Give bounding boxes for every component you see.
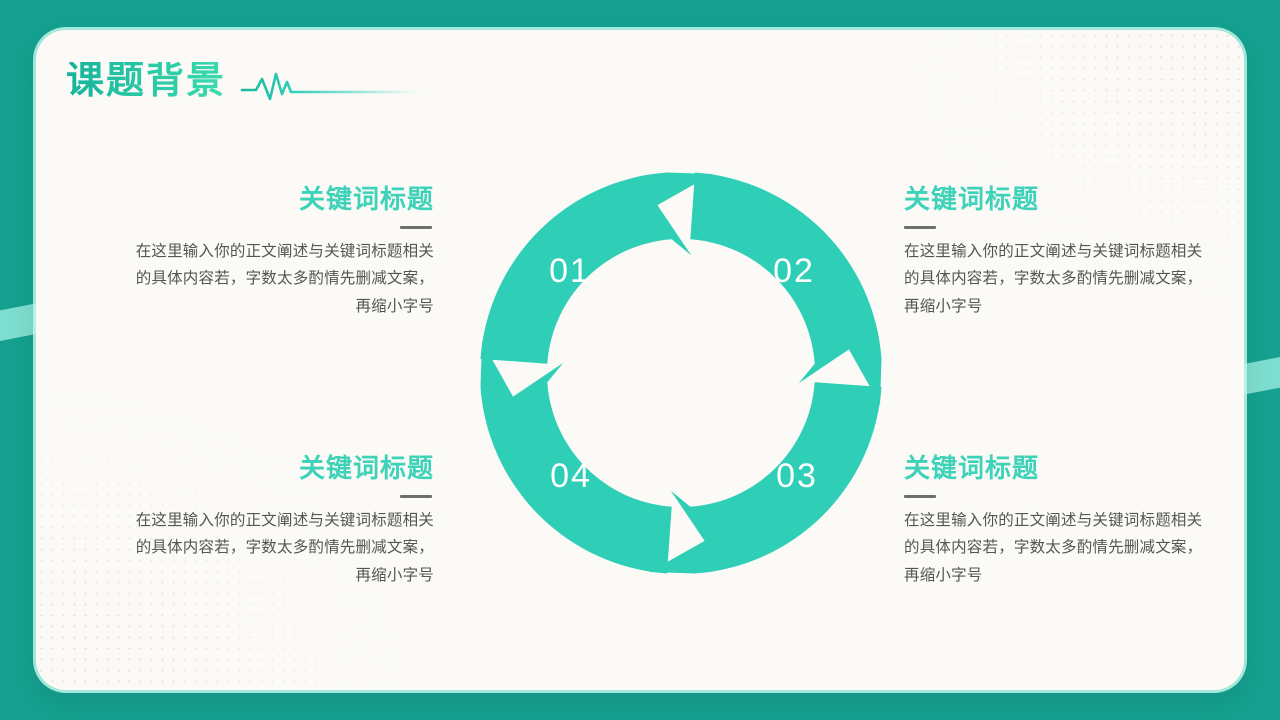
keyword-block-03: 关键词标题 在这里输入你的正文阐述与关键词标题相关的具体内容若，字数太多酌情先删… bbox=[904, 453, 1204, 590]
keyword-block-01: 关键词标题 在这里输入你的正文阐述与关键词标题相关的具体内容若，字数太多酌情先删… bbox=[134, 184, 434, 321]
cycle-segment-02[interactable] bbox=[690, 172, 882, 405]
cycle-segment-01[interactable] bbox=[480, 172, 713, 364]
keyword-title: 关键词标题 bbox=[298, 184, 434, 214]
cycle-number-03: 03 bbox=[776, 457, 818, 495]
keyword-title: 关键词标题 bbox=[904, 453, 1040, 483]
page-header: 课题背景 bbox=[66, 58, 420, 104]
keyword-block-04: 关键词标题 在这里输入你的正文阐述与关键词标题相关的具体内容若，字数太多酌情先删… bbox=[134, 453, 434, 590]
keyword-body: 在这里输入你的正文阐述与关键词标题相关的具体内容若，字数太多酌情先删减文案，再缩… bbox=[904, 242, 1203, 316]
title-rule bbox=[904, 225, 936, 229]
heartbeat-line-icon bbox=[240, 72, 420, 101]
slide-card: 课题背景 关键词标题 在这里输入你的正文阐述与关键词标题相关的具体内容若，字数太… bbox=[36, 30, 1244, 690]
cycle-numbers: 01 02 03 04 bbox=[549, 252, 818, 495]
keyword-body: 在这里输入你的正文阐述与关键词标题相关的具体内容若，字数太多酌情先删减文案，再缩… bbox=[904, 511, 1203, 585]
cycle-number-02: 02 bbox=[773, 252, 815, 290]
title-rule bbox=[904, 494, 936, 498]
cycle-number-04: 04 bbox=[550, 457, 592, 495]
title-rule bbox=[400, 225, 432, 229]
page-title: 课题背景 bbox=[66, 60, 227, 102]
keyword-block-02: 关键词标题 在这里输入你的正文阐述与关键词标题相关的具体内容若，字数太多酌情先删… bbox=[904, 184, 1204, 321]
keyword-title: 关键词标题 bbox=[298, 453, 434, 483]
cycle-diagram-svg: 01 02 03 04 bbox=[480, 172, 882, 574]
cycle-diagram: 01 02 03 04 bbox=[446, 138, 916, 608]
keyword-body: 在这里输入你的正文阐述与关键词标题相关的具体内容若，字数太多酌情先删减文案，再缩… bbox=[135, 511, 434, 585]
cycle-segment-04[interactable] bbox=[480, 341, 672, 574]
keyword-title: 关键词标题 bbox=[904, 184, 1040, 214]
keyword-body: 在这里输入你的正文阐述与关键词标题相关的具体内容若，字数太多酌情先删减文案，再缩… bbox=[135, 242, 434, 316]
title-rule bbox=[400, 494, 432, 498]
cycle-number-01: 01 bbox=[549, 252, 591, 290]
cycle-segments bbox=[480, 172, 882, 574]
cycle-segment-03[interactable] bbox=[649, 382, 882, 574]
